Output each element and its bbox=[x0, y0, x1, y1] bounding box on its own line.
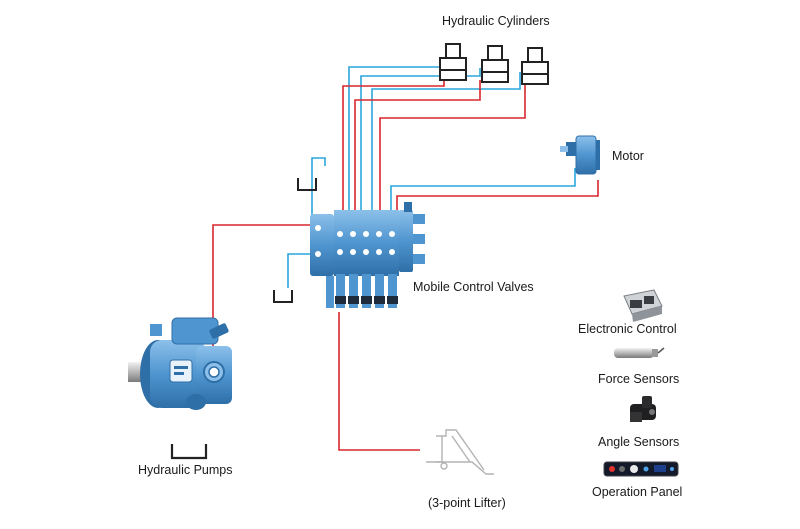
tank-icon bbox=[297, 178, 317, 191]
force-sensors-label: Force Sensors bbox=[598, 372, 680, 386]
return-line-motor bbox=[390, 168, 576, 220]
lifter-icon bbox=[426, 429, 494, 475]
hydraulic-cylinder-icon bbox=[481, 45, 509, 83]
angle-sensors-label: Angle Sensors bbox=[598, 435, 680, 449]
tank-icon bbox=[273, 290, 293, 303]
angle-sensor-icon bbox=[630, 396, 656, 422]
operation-panel-icon bbox=[603, 461, 679, 477]
return-lines bbox=[287, 66, 576, 288]
return-line-cylinder-2 bbox=[360, 68, 481, 220]
return-line-lower-tank bbox=[287, 253, 310, 288]
pressure-line-lifter bbox=[338, 312, 420, 451]
pressure-line-cylinder-2 bbox=[354, 80, 481, 220]
pressure-line-cylinder-3 bbox=[379, 84, 526, 220]
valve-section bbox=[347, 210, 360, 308]
valve-section bbox=[386, 210, 399, 308]
hydraulic-cylinders-label: Hydraulic Cylinders bbox=[442, 14, 550, 28]
return-line-upper-tank bbox=[311, 157, 326, 228]
pressure-line-motor bbox=[396, 180, 599, 220]
electronic-control-label: Electronic Control bbox=[578, 322, 677, 336]
valve-section bbox=[334, 210, 347, 308]
hydraulic-pumps-label: Hydraulic Pumps bbox=[138, 463, 233, 477]
mobile-control-valves-label: Mobile Control Valves bbox=[413, 280, 534, 294]
motor-icon bbox=[560, 135, 600, 175]
electronic-control-icon bbox=[623, 289, 663, 322]
hydraulic-cylinder-icon bbox=[521, 47, 549, 85]
valve-section bbox=[373, 210, 386, 308]
hydraulic-pump-icon bbox=[128, 317, 232, 410]
return-line-cylinder-1 bbox=[348, 66, 444, 220]
operation-panel-label: Operation Panel bbox=[592, 485, 683, 499]
pressure-line-cylinder-1 bbox=[342, 79, 445, 220]
hydraulic-cylinder-icon bbox=[439, 43, 467, 81]
control-valve-icon bbox=[310, 202, 425, 308]
valve-section bbox=[360, 210, 373, 308]
lifter-label: (3-point Lifter) bbox=[428, 496, 506, 510]
tank-icon bbox=[170, 444, 208, 460]
return-line-cylinder-3 bbox=[371, 72, 521, 220]
motor-label: Motor bbox=[612, 149, 644, 163]
force-sensor-icon bbox=[614, 347, 665, 358]
